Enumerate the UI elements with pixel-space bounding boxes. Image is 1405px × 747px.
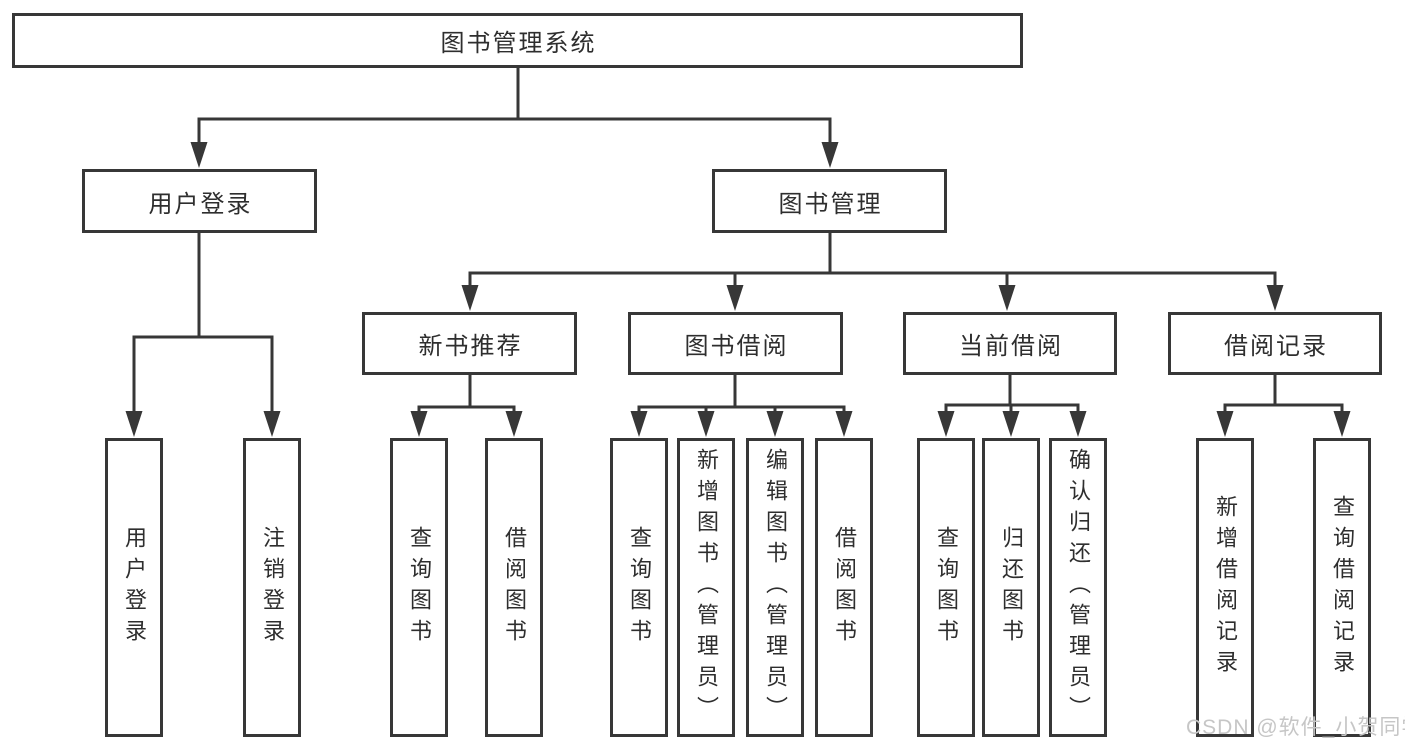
leaf-query-books-current-label: 查询图书 xyxy=(934,525,959,650)
leaf-borrow-books-borrowing-label: 借阅图书 xyxy=(832,525,857,650)
node-current-borrowing-label: 当前借阅 xyxy=(959,333,1063,360)
leaf-confirm-return-admin-label: 确认归还（管理员） xyxy=(1066,448,1091,727)
leaf-confirm-return-admin: 确认归还（管理员） xyxy=(1049,438,1107,737)
node-library-management-system: 图书管理系统 xyxy=(12,13,1023,68)
leaf-query-books-borrowing-label: 查询图书 xyxy=(627,525,652,650)
arrowheads xyxy=(125,142,1351,437)
leaf-return-books: 归还图书 xyxy=(982,438,1040,737)
node-book-borrowing-label: 图书借阅 xyxy=(684,333,789,360)
node-user-login-label: 用户登录 xyxy=(148,190,253,218)
leaf-logout-label: 注销登录 xyxy=(260,525,285,650)
node-current-borrowing: 当前借阅 xyxy=(903,312,1117,375)
leaf-edit-book-admin-label: 编辑图书（管理员） xyxy=(763,448,788,727)
node-borrowing-records: 借阅记录 xyxy=(1168,312,1382,375)
leaf-borrow-books-borrowing: 借阅图书 xyxy=(815,438,873,737)
node-user-login: 用户登录 xyxy=(82,169,317,233)
leaf-query-books-recommend: 查询图书 xyxy=(390,438,448,737)
node-new-book-recommendation: 新书推荐 xyxy=(362,312,577,375)
leaf-add-borrow-record-label: 新增借阅记录 xyxy=(1213,494,1238,681)
leaf-add-book-admin: 新增图书（管理员） xyxy=(677,438,735,737)
leaf-query-borrow-record-label: 查询借阅记录 xyxy=(1330,494,1355,681)
csdn-watermark: CSDN @软件_小贺同学 xyxy=(1186,716,1405,739)
leaf-user-login: 用户登录 xyxy=(105,438,163,737)
leaf-query-books-borrowing: 查询图书 xyxy=(610,438,668,737)
node-book-borrowing: 图书借阅 xyxy=(628,312,843,375)
leaf-add-borrow-record: 新增借阅记录 xyxy=(1196,438,1254,737)
leaf-return-books-label: 归还图书 xyxy=(999,525,1024,650)
node-new-book-recommendation-label: 新书推荐 xyxy=(418,333,523,360)
leaf-edit-book-admin: 编辑图书（管理员） xyxy=(746,438,804,737)
leaf-add-book-admin-label: 新增图书（管理员） xyxy=(694,448,719,727)
node-borrowing-records-label: 借阅记录 xyxy=(1224,333,1328,360)
leaf-query-books-current: 查询图书 xyxy=(917,438,975,737)
node-library-management-system-label: 图书管理系统 xyxy=(440,30,597,57)
leaf-logout: 注销登录 xyxy=(243,438,301,737)
leaf-borrow-books-recommend: 借阅图书 xyxy=(485,438,543,737)
leaf-borrow-books-recommend-label: 借阅图书 xyxy=(502,525,527,650)
leaf-query-books-recommend-label: 查询图书 xyxy=(407,525,432,650)
node-book-management-label: 图书管理 xyxy=(778,190,883,218)
node-book-management: 图书管理 xyxy=(712,169,947,233)
leaf-query-borrow-record: 查询借阅记录 xyxy=(1313,438,1371,737)
leaf-user-login-label: 用户登录 xyxy=(122,525,147,650)
